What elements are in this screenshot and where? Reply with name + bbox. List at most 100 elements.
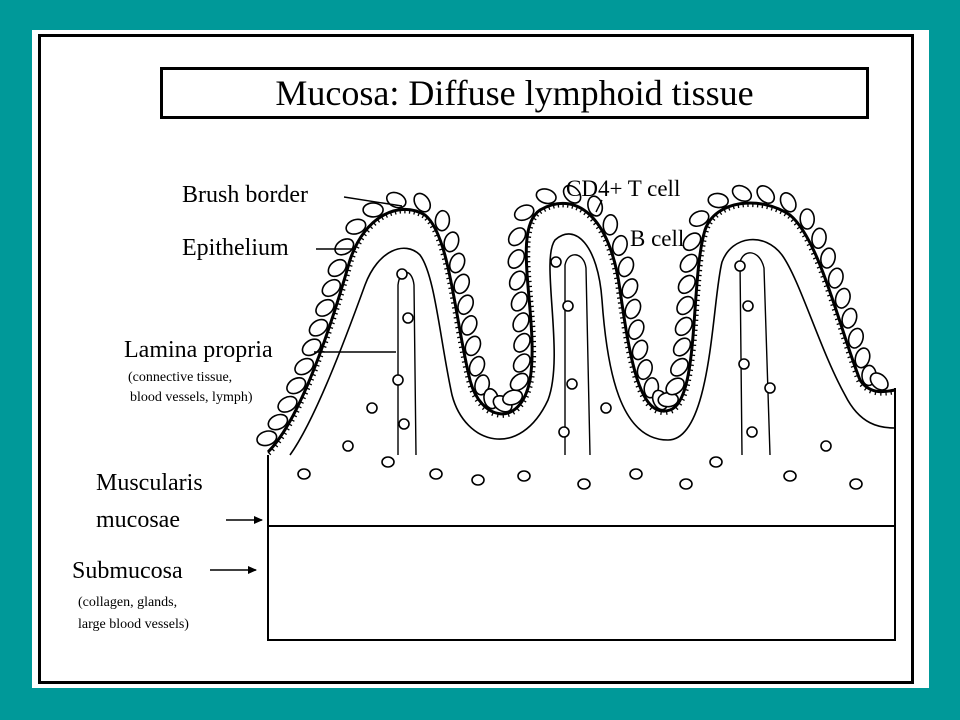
microvillus <box>429 225 435 229</box>
label-lamina-propria-note-2: blood vessels, lymph) <box>130 390 253 405</box>
epithelial-cell <box>460 315 478 336</box>
microvillus <box>282 431 288 436</box>
microvillus <box>685 383 691 387</box>
epithelial-cell <box>464 335 482 357</box>
epithelial-cell <box>362 202 384 218</box>
microvillus <box>842 341 847 345</box>
microvillus <box>737 203 740 209</box>
microvillus <box>309 378 315 381</box>
microvillus <box>674 406 679 411</box>
microvillus <box>600 234 605 238</box>
microvillus <box>617 301 622 304</box>
microvillus <box>689 364 694 367</box>
microvillus <box>688 374 693 377</box>
microvillus <box>698 264 703 267</box>
microvillus <box>524 395 529 398</box>
microvillus <box>689 369 694 372</box>
microvillus <box>598 230 603 234</box>
microvillus <box>439 248 444 251</box>
microvillus <box>369 225 374 230</box>
lymphocyte <box>577 478 591 490</box>
microvillus <box>799 230 804 234</box>
epithelial-cell <box>512 353 531 373</box>
microvillus <box>441 257 446 261</box>
microvillus <box>327 331 332 334</box>
epithelial-cell <box>513 332 531 353</box>
microvillus <box>708 221 713 225</box>
microvillus <box>452 311 457 314</box>
microvillus <box>481 406 486 411</box>
microvillus <box>315 364 320 367</box>
microvillus <box>311 373 316 377</box>
microvillus <box>552 204 555 209</box>
microvillus <box>532 217 537 221</box>
microvillus <box>455 326 460 329</box>
microvillus <box>372 221 377 226</box>
microvillus <box>615 287 620 289</box>
microvillus <box>496 413 499 418</box>
microvillus <box>317 359 322 363</box>
microvillus <box>469 389 474 393</box>
microvillus <box>437 243 442 246</box>
microvillus <box>847 355 852 359</box>
epithelial-cell <box>294 357 315 376</box>
microvillus <box>654 409 658 414</box>
microvillus <box>528 385 533 389</box>
lymphocyte <box>429 468 443 480</box>
microvillus <box>458 346 464 349</box>
lymphocyte <box>392 374 404 386</box>
microvillus <box>868 389 872 394</box>
microvillus <box>874 390 877 396</box>
microvillus <box>610 262 616 265</box>
microvillus <box>702 239 707 243</box>
microvillus <box>852 369 857 373</box>
microvillus <box>818 270 823 274</box>
epithelial-cell <box>834 287 851 309</box>
label-submucosa: Submucosa <box>72 558 183 584</box>
microvillus <box>394 210 397 215</box>
microvillus <box>863 386 868 391</box>
microvillus <box>324 340 329 344</box>
microvillus <box>274 443 279 448</box>
microvillus <box>466 380 471 383</box>
epithelial-cell <box>535 188 557 205</box>
microvillus <box>457 336 462 339</box>
microvillus <box>305 387 311 391</box>
microvillus <box>543 207 547 212</box>
microvillus <box>804 238 809 242</box>
epithelial-cell <box>779 192 797 213</box>
microvillus <box>856 379 861 383</box>
microvillus <box>770 206 774 211</box>
epithelial-cell <box>443 231 460 253</box>
lymphocyte <box>734 260 746 272</box>
microvillus <box>700 249 705 252</box>
epithelial-cell <box>508 270 527 291</box>
microvillus <box>460 355 465 359</box>
microvillus <box>670 409 674 414</box>
microvillus <box>635 384 640 388</box>
microvillus <box>322 345 327 349</box>
label-brush-border: Brush border <box>182 182 308 208</box>
microvillus <box>338 297 343 301</box>
microvillus <box>527 231 533 234</box>
epithelial-cell <box>869 372 889 391</box>
microvillus <box>432 229 437 233</box>
epithelial-cell <box>679 253 699 273</box>
microvillus <box>660 410 663 415</box>
microvillus <box>699 254 704 257</box>
microvillus <box>527 236 532 238</box>
microvillus <box>462 365 467 368</box>
epithelial-cell <box>474 374 491 396</box>
lymphocyte <box>600 402 612 414</box>
microvillus <box>427 220 432 225</box>
epithelial-cell <box>674 316 693 337</box>
microvillus <box>604 243 609 247</box>
microvillus <box>341 288 346 291</box>
epithelial-cell <box>624 298 642 320</box>
microvillus <box>844 346 849 349</box>
microvillus <box>461 360 466 363</box>
microvillus <box>613 272 618 275</box>
microvillus <box>516 407 520 412</box>
epithelial-cell <box>321 278 342 298</box>
microvillus <box>346 269 352 272</box>
